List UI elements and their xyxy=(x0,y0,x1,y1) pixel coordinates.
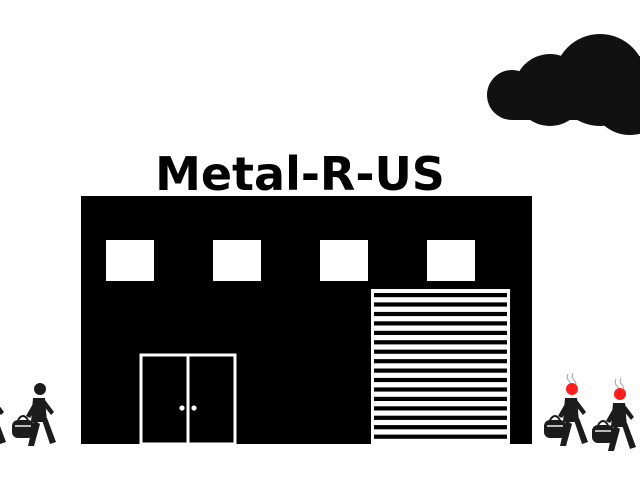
shutter-slat xyxy=(374,293,507,298)
factory-window xyxy=(320,240,368,281)
worker-with-bag-icon xyxy=(0,382,7,447)
worker-with-bag-icon xyxy=(591,377,637,452)
worker-with-bag-icon xyxy=(543,372,589,447)
shutter-slat xyxy=(374,359,507,364)
shutter-slat xyxy=(374,321,507,326)
worker-with-bag-icon xyxy=(11,382,57,447)
shutter-slat xyxy=(374,340,507,345)
shutter-slat xyxy=(374,349,507,354)
shutter-slat xyxy=(374,425,507,430)
shutter-slat xyxy=(374,330,507,335)
double-door xyxy=(139,353,237,446)
shutter-slat xyxy=(374,377,507,383)
shutter-slat xyxy=(374,434,507,439)
smoke-cloud-icon xyxy=(487,34,640,135)
factory-window xyxy=(427,240,475,281)
factory-window xyxy=(106,240,154,281)
shutter-slat xyxy=(374,387,507,392)
shutter-slat xyxy=(374,368,507,373)
company-sign: Metal-R-US xyxy=(155,147,445,201)
shutter-slat xyxy=(374,396,507,401)
rolling-shutter-door xyxy=(371,289,510,444)
shutter-slat xyxy=(374,311,507,317)
factory-window xyxy=(213,240,261,281)
shutter-slat xyxy=(374,406,507,411)
shutter-slat xyxy=(374,415,507,420)
shutter-slat xyxy=(374,302,507,307)
